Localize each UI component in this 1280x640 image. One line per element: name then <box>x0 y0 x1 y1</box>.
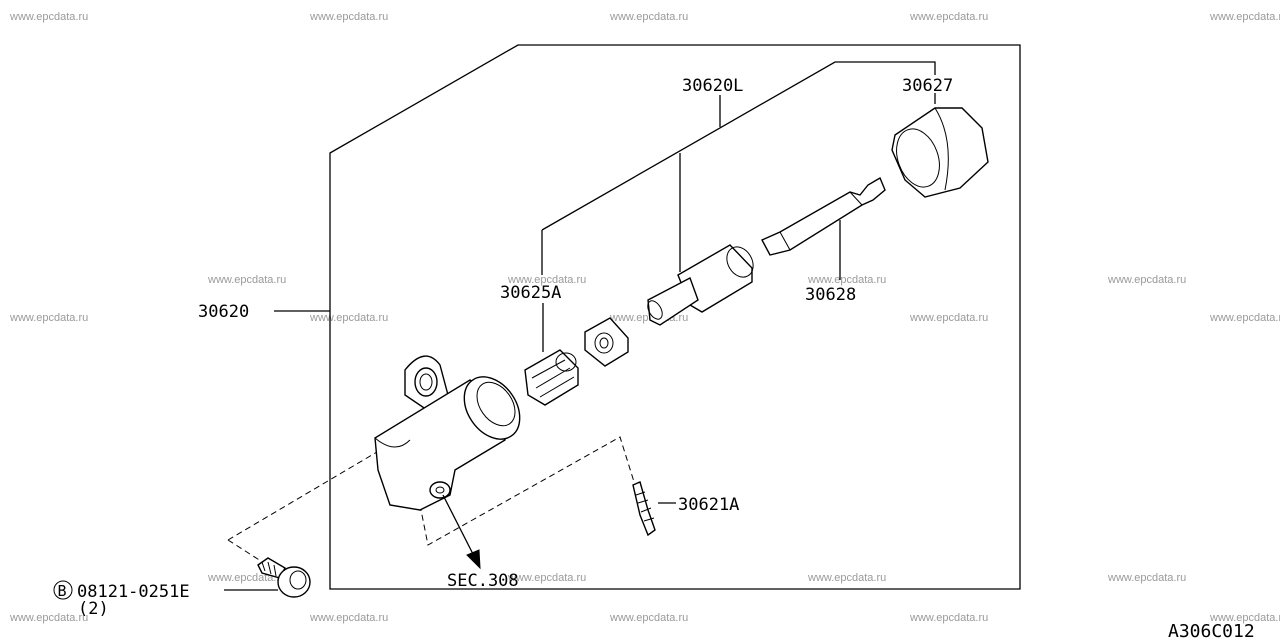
bleeder-screw <box>632 481 656 537</box>
watermark: www.epcdata.ru <box>309 612 388 624</box>
piston <box>647 244 754 326</box>
watermark: www.epcdata.ru <box>1107 572 1186 584</box>
watermark: www.epcdata.ru <box>9 11 88 23</box>
watermark: www.epcdata.ru <box>507 274 586 286</box>
watermarks: www.epcdata.ru www.epcdata.ru www.epcdat… <box>9 11 1280 624</box>
leader-lines <box>224 61 936 591</box>
bolt-prefix: B <box>58 582 67 600</box>
section-arrow <box>442 494 481 570</box>
callout-30621A: 30621A <box>678 495 739 515</box>
slave-cylinder-body <box>374 355 521 511</box>
callout-30627: 30627 <box>902 76 953 96</box>
watermark: www.epcdata.ru <box>9 312 88 324</box>
callout-30625A: 30625A <box>500 283 561 303</box>
callout-sec-308: SEC.308 <box>447 571 519 591</box>
drawing-code: A306C012 <box>1168 621 1255 640</box>
watermark: www.epcdata.ru <box>1209 312 1280 324</box>
callout-30620: 30620 <box>198 302 249 322</box>
watermark: www.epcdata.ru <box>807 274 886 286</box>
watermark: www.epcdata.ru <box>909 312 988 324</box>
callout-bolt: B 08121-0251E (2) <box>53 580 190 619</box>
bolt-part-number: 08121-0251E <box>77 582 190 602</box>
mounting-bolt <box>257 557 311 598</box>
watermark: www.epcdata.ru <box>1209 612 1280 624</box>
watermark: www.epcdata.ru <box>207 572 286 584</box>
watermark: www.epcdata.ru <box>609 11 688 23</box>
seal-cup <box>584 317 629 367</box>
callout-30620L: 30620L <box>682 76 743 96</box>
watermark: www.epcdata.ru <box>1107 274 1186 286</box>
watermark: www.epcdata.ru <box>507 572 586 584</box>
watermark: www.epcdata.ru <box>909 612 988 624</box>
watermark: www.epcdata.ru <box>9 612 88 624</box>
watermark: www.epcdata.ru <box>609 612 688 624</box>
push-rod <box>761 176 886 256</box>
watermark: www.epcdata.ru <box>309 312 388 324</box>
watermark: www.epcdata.ru <box>807 572 886 584</box>
circled-letter-badge <box>53 580 73 600</box>
watermark: www.epcdata.ru <box>207 274 286 286</box>
callout-30628: 30628 <box>805 285 856 305</box>
bolt-quantity: (2) <box>78 599 109 619</box>
mounting-dashed-line <box>227 399 636 571</box>
watermark: www.epcdata.ru <box>909 11 988 23</box>
rubber-cover <box>891 107 989 198</box>
dust-boot <box>524 349 579 406</box>
watermark: www.epcdata.ru <box>309 11 388 23</box>
assembly-frame <box>329 44 1021 590</box>
watermark: www.epcdata.ru <box>1209 11 1280 23</box>
